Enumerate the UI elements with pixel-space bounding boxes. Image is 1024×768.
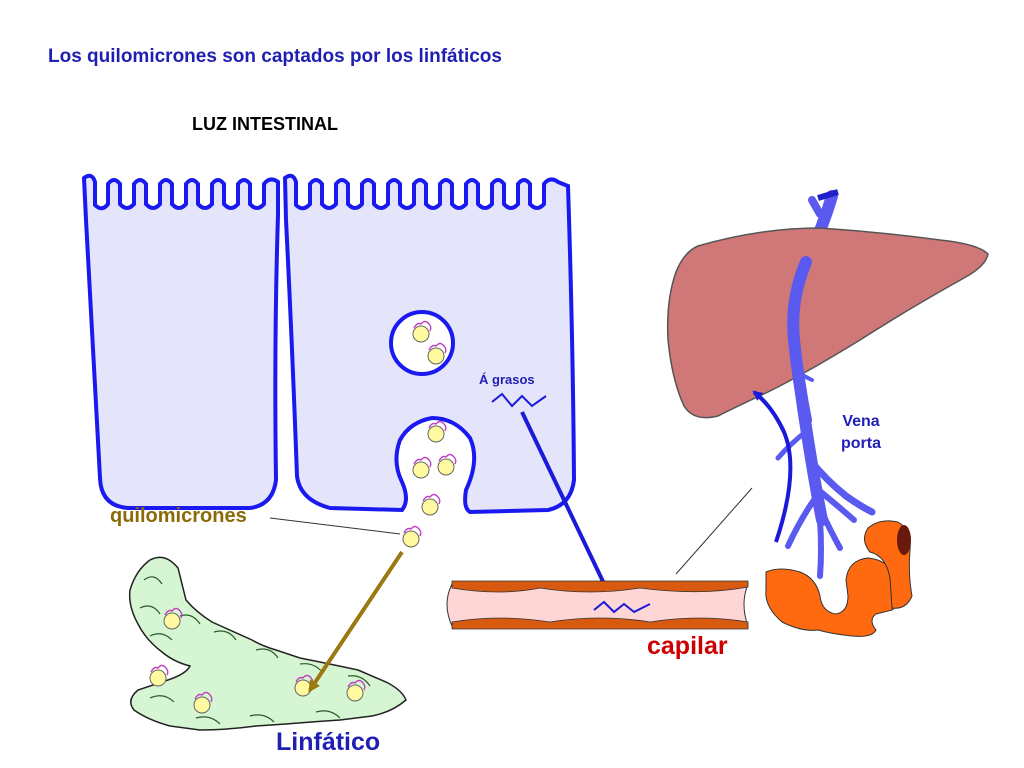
enterocyte-left	[81, 173, 280, 510]
chylomicron	[412, 456, 432, 479]
lymphatic-label: Linfático	[276, 728, 381, 756]
liver	[666, 227, 989, 419]
fatty-acid-in-capillary	[593, 600, 651, 614]
fatty-acid-to-capillary-arrow	[520, 411, 610, 594]
intestine-lumen	[897, 525, 911, 555]
portal-vein-cap	[817, 189, 839, 201]
portal-flow-arrow	[752, 390, 793, 543]
capillary-leader	[675, 487, 753, 575]
chylomicron	[437, 453, 457, 476]
chylomicrons-label: quilomicrones	[110, 505, 247, 527]
fatty-acids-label: Á grasos	[479, 372, 535, 387]
quilomicrones-leader	[269, 517, 401, 535]
chylomicron-to-lymph-arrow	[308, 550, 404, 693]
intestinal-lumen-label: LUZ INTESTINAL	[192, 114, 338, 134]
portal-vein-label: Vena porta	[841, 413, 881, 452]
intestine	[765, 557, 901, 637]
fatty-acid-squiggle	[491, 392, 547, 408]
vesicle	[389, 310, 455, 376]
chylomicron	[421, 493, 441, 516]
capillary-endothelium	[451, 580, 749, 630]
portal-vein-on-liver	[787, 256, 812, 426]
lymphatic-vessel	[128, 556, 407, 731]
capillary-label: capilar	[647, 632, 728, 660]
lymphatic-wall-ridges	[139, 576, 371, 725]
chylomicron	[427, 420, 447, 443]
chylomicron	[402, 525, 422, 548]
page-title: Los quilomicrones son captados por los l…	[48, 46, 502, 67]
